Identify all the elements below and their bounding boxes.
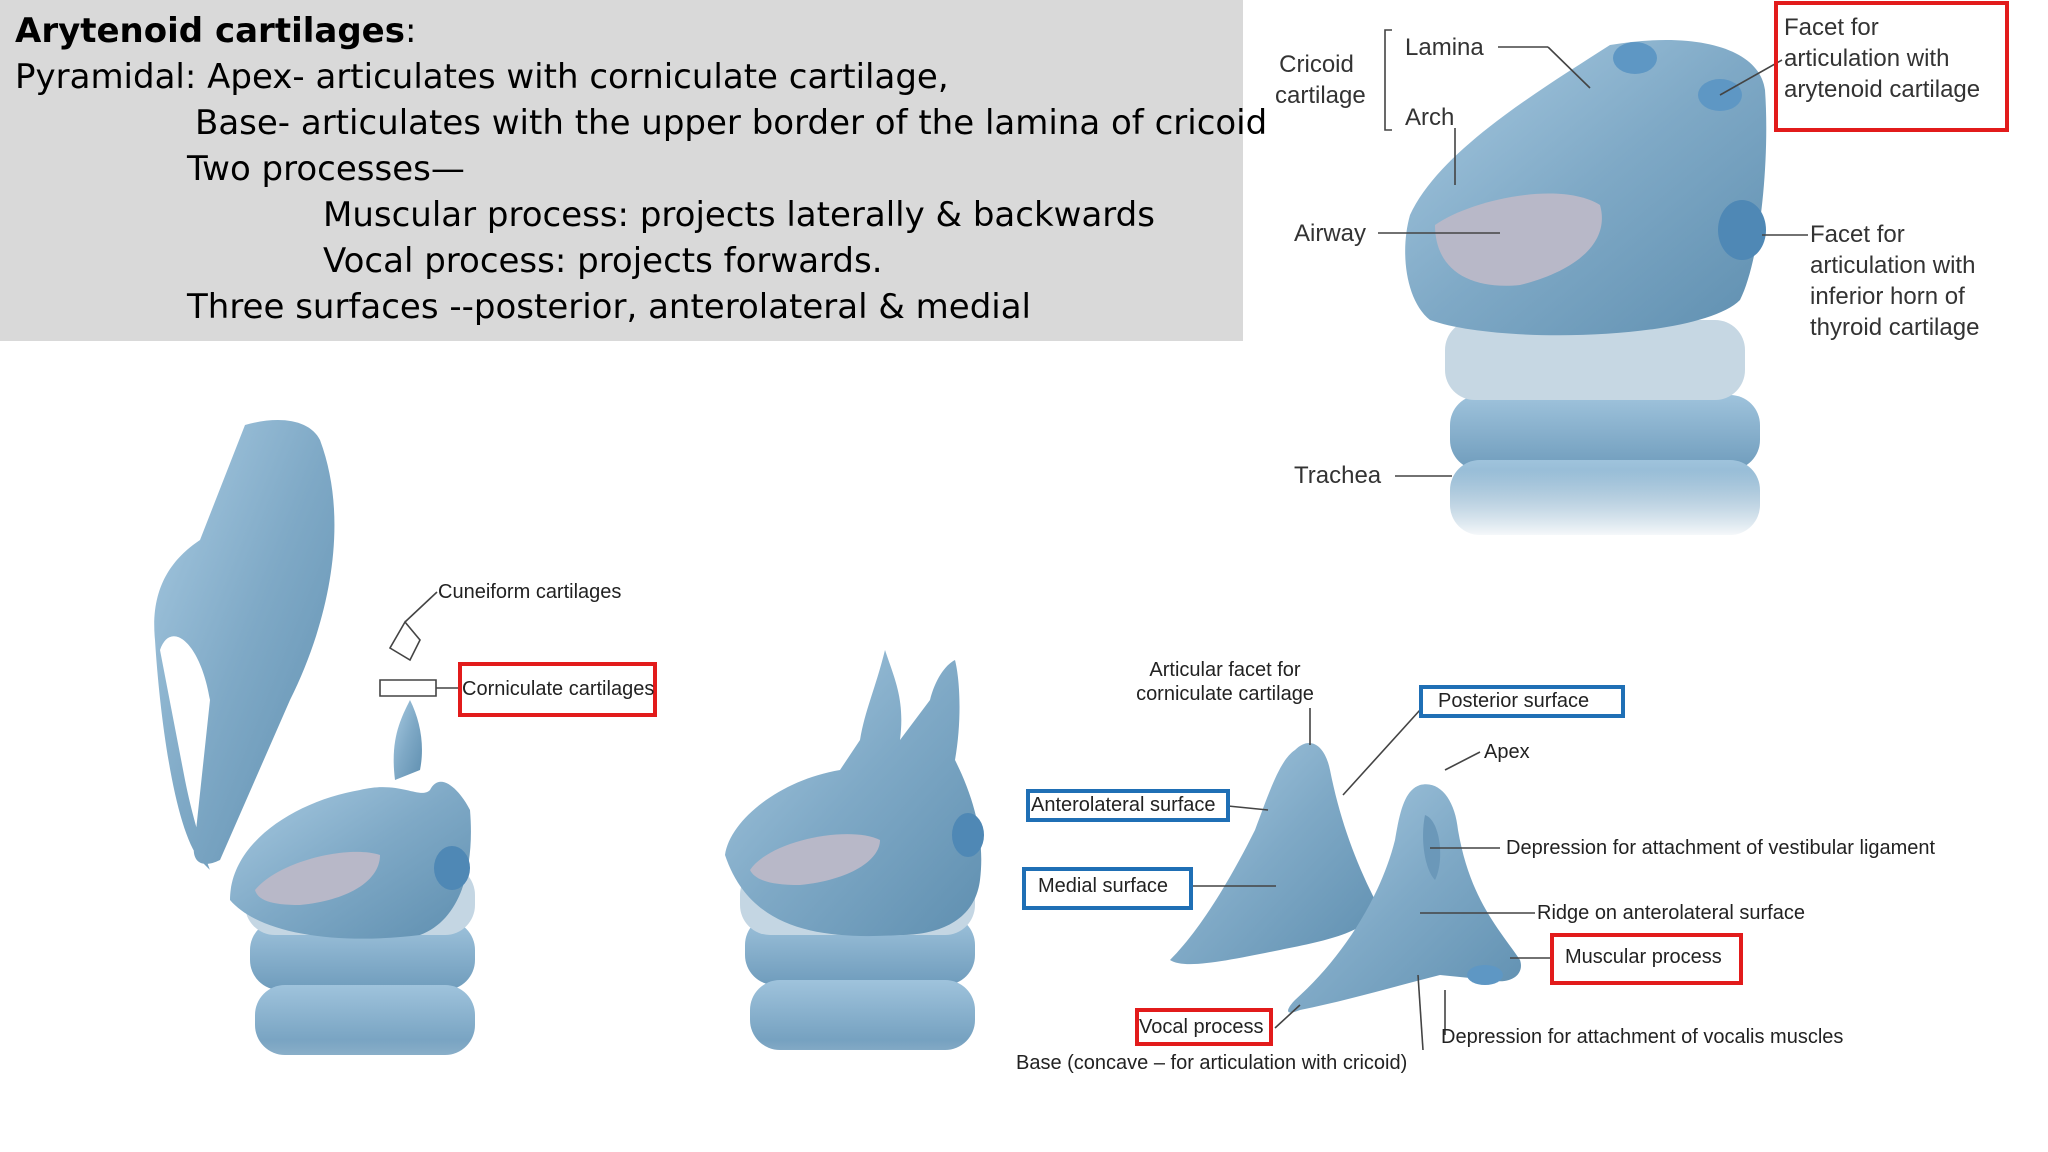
posterior-surface-highlight <box>1419 685 1625 718</box>
description-panel: Arytenoid cartilages: Pyramidal: Apex- a… <box>0 0 1267 341</box>
vestibular-depression-label: Depression for attachment of vestibular … <box>1506 837 1936 859</box>
apex-label: Apex <box>1484 741 1530 763</box>
medial-surface-label: Medial surface <box>1038 875 1169 897</box>
facet-arytenoid-label: Facet for articulation with arytenoid ca… <box>1784 14 1981 103</box>
cuneiform-label: Cuneiform cartilages <box>438 581 622 603</box>
posterior-surface-label: Posterior surface <box>1438 690 1590 712</box>
vocal-process-highlight <box>1135 1008 1273 1046</box>
anterolateral-surface-label: Anterolateral surface <box>1031 794 1216 816</box>
muscular-process-highlight <box>1550 933 1743 985</box>
panel-line-processes: Two processes— <box>187 149 465 189</box>
cricoid-cartilage-label: Cricoid cartilage <box>1275 51 1366 109</box>
ridge-label: Ridge on anterolateral surface <box>1537 902 1805 924</box>
cricoid-leader-lines <box>1378 29 1808 477</box>
panel-line-vocal: Vocal process: projects forwards. <box>323 241 883 281</box>
facet-thyroid-label: Facet for articulation with inferior hor… <box>1810 221 1980 341</box>
anterolateral-surface-highlight <box>1026 789 1230 822</box>
corniculate-highlight <box>458 662 657 717</box>
larynx-leader-lines <box>379 591 458 697</box>
airway-label: Airway <box>1294 220 1367 247</box>
vocal-process-label: Vocal process <box>1139 1016 1264 1038</box>
panel-line-base: Base- articulates with the upper border … <box>195 103 1268 143</box>
lamina-label: Lamina <box>1405 34 1484 61</box>
articular-facet-label: Articular facet for corniculate cartilag… <box>1136 659 1314 705</box>
facet-arytenoid-highlight <box>1774 1 2009 132</box>
medial-surface-highlight <box>1022 867 1193 910</box>
cricoid-cartilage-illustration <box>1405 40 1767 540</box>
arytenoid-leader-lines <box>1192 708 1552 1051</box>
larynx-illustration <box>154 420 480 1120</box>
vocalis-depression-label: Depression for attachment of vocalis mus… <box>1441 1026 1844 1048</box>
trachea-label: Trachea <box>1294 462 1382 489</box>
arch-label: Arch <box>1405 104 1455 131</box>
panel-line-muscular: Muscular process: projects laterally & b… <box>323 195 1155 235</box>
base-label: Base (concave – for articulation with cr… <box>1016 1052 1408 1074</box>
panel-line-surfaces: Three surfaces --posterior, anterolatera… <box>187 287 1032 327</box>
arytenoid-illustration <box>1170 742 1521 1013</box>
muscular-process-label: Muscular process <box>1565 946 1722 968</box>
panel-line-pyramidal: Pyramidal: Apex- articulates with cornic… <box>15 57 949 97</box>
panel-title: Arytenoid cartilages: <box>15 11 417 51</box>
corniculate-label: Corniculate cartilages <box>462 678 655 700</box>
middle-larynx-illustration <box>725 650 984 1115</box>
